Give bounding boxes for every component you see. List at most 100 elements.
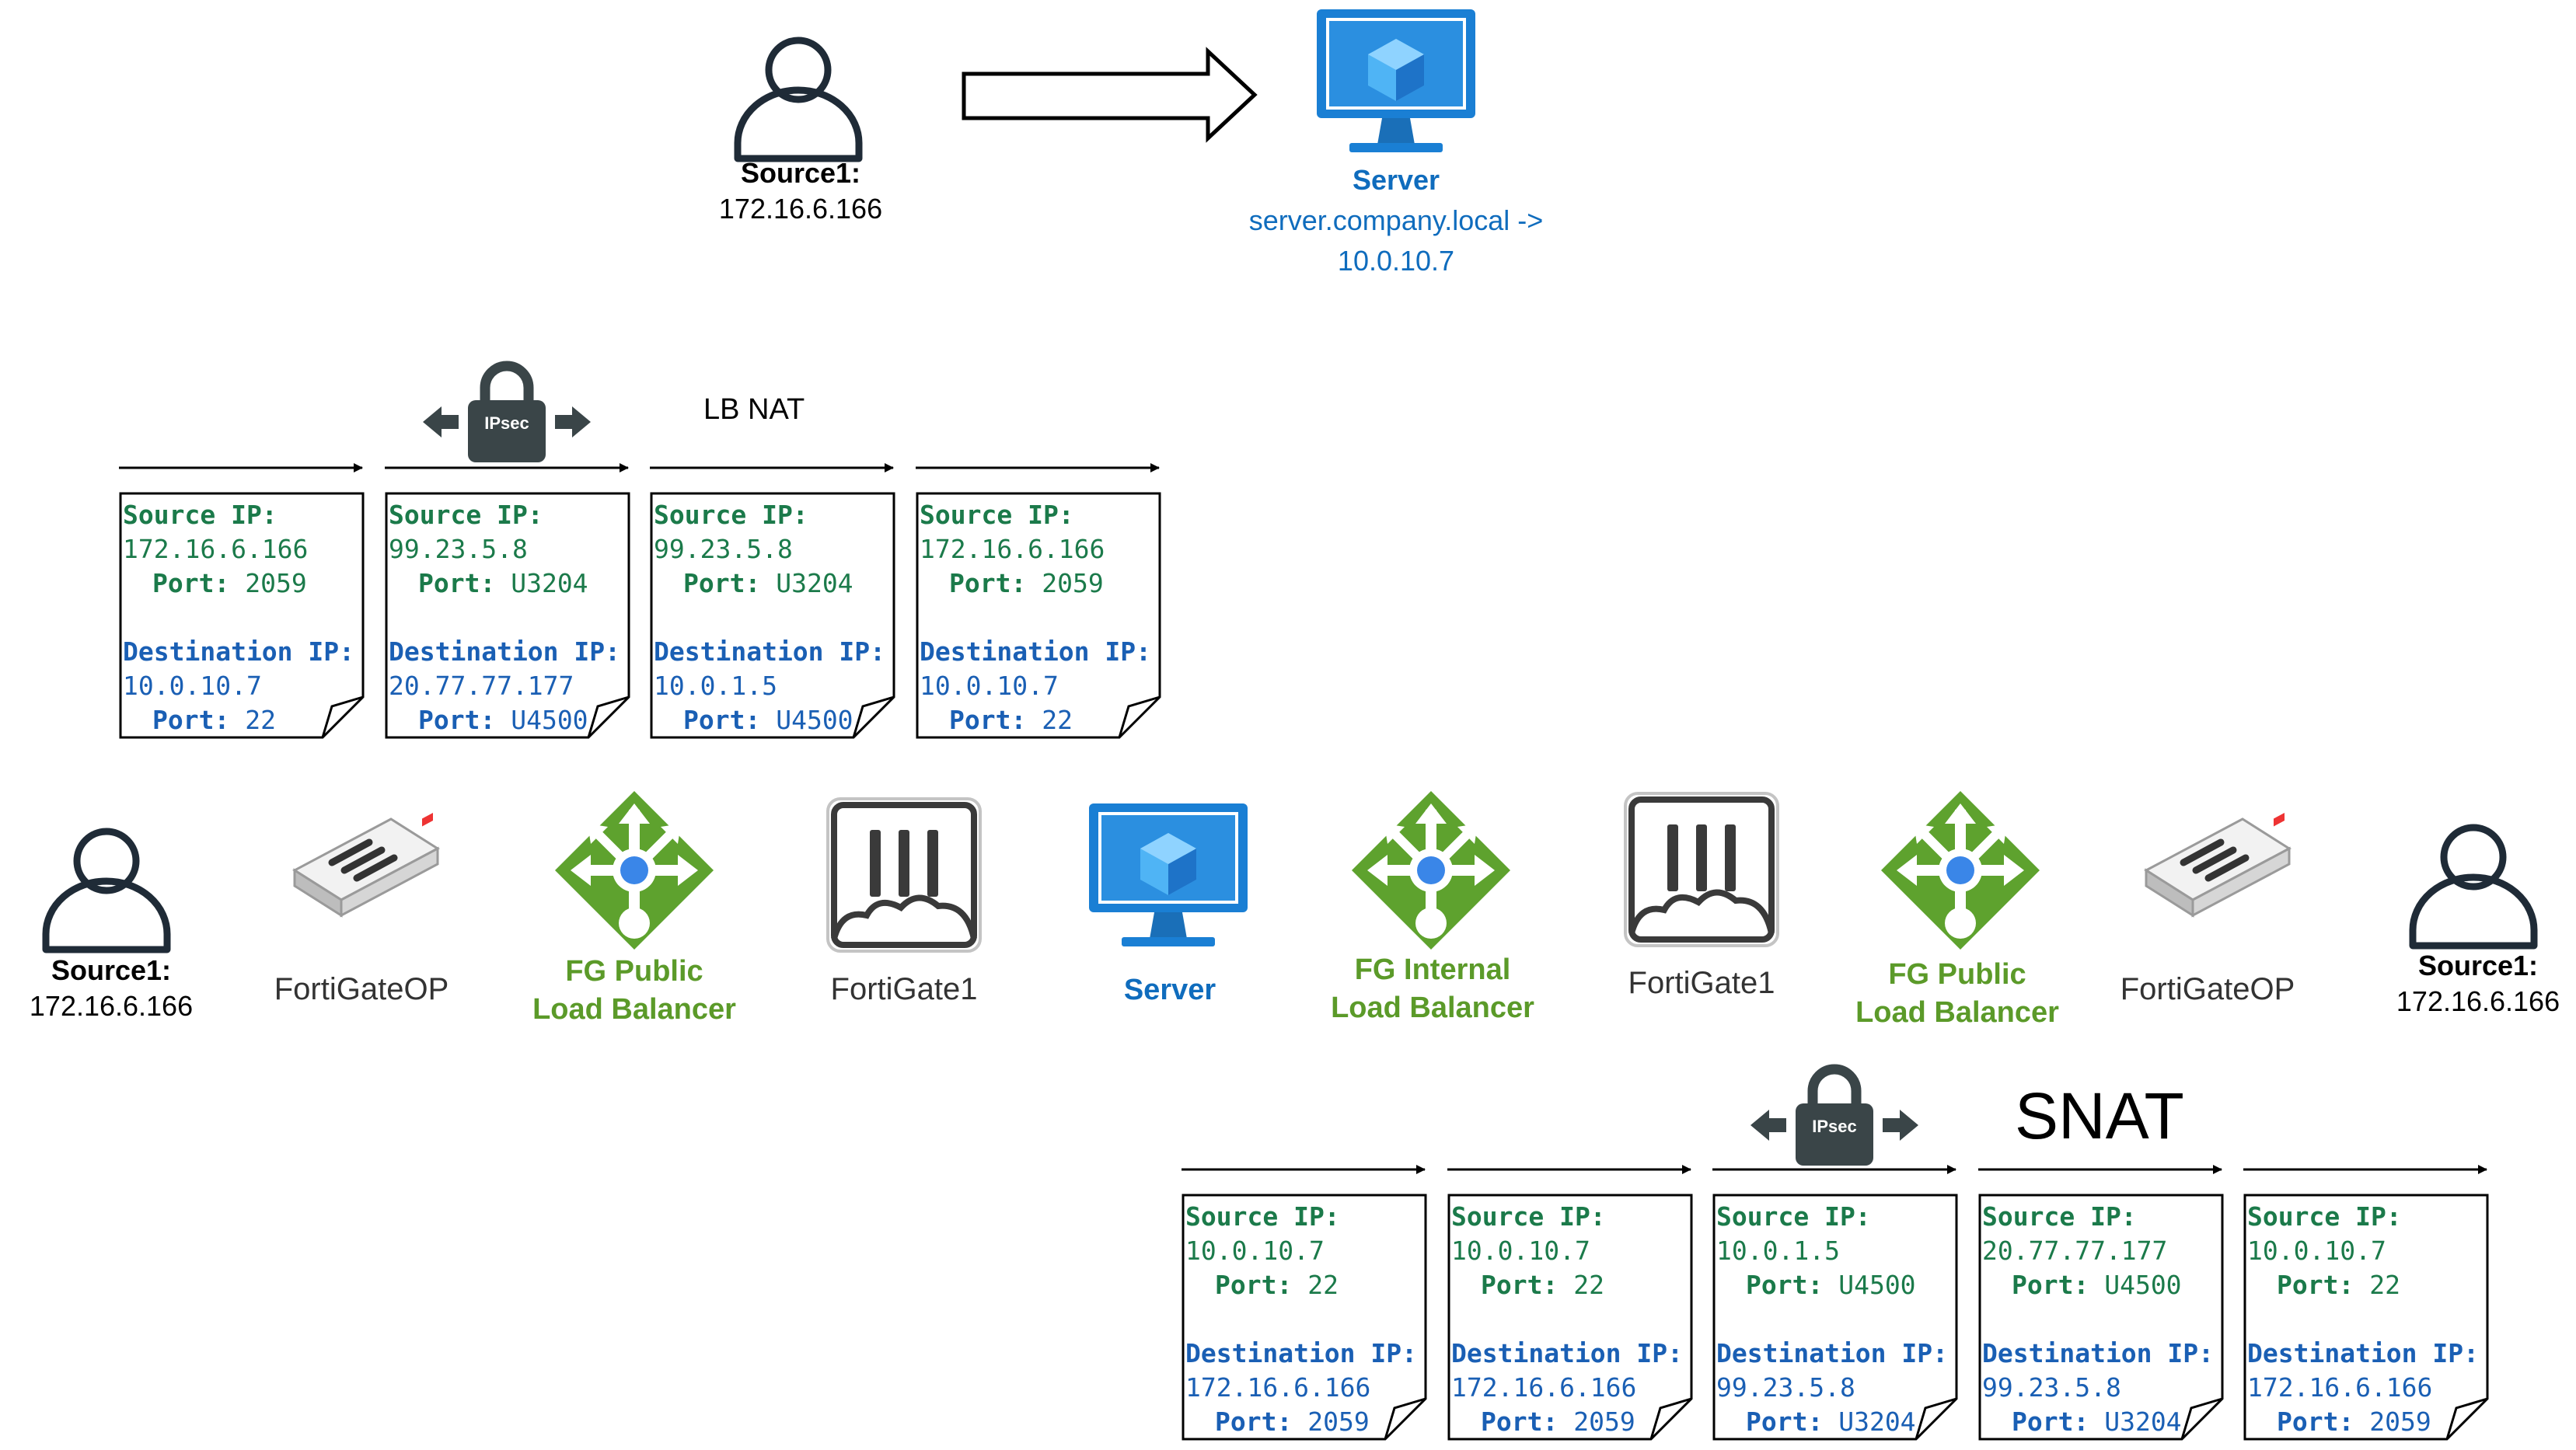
destination-ip-label: Destination IP: — [1185, 1338, 1418, 1368]
node-label-fortigate1: FortiGate1 — [831, 970, 978, 1009]
destination-ip-value: 20.77.77.177 — [389, 671, 574, 701]
fortigateop-appliance-icon — [295, 813, 438, 915]
destination-ip-label: Destination IP: — [920, 636, 1152, 667]
top-server-ip: 10.0.10.7 — [1337, 245, 1455, 277]
source-user-icon — [2413, 828, 2534, 946]
top-source-name: Source1: — [740, 157, 861, 189]
node-name: FortiGate1 — [1628, 966, 1775, 1000]
source-ip-value: 10.0.10.7 — [2247, 1236, 2386, 1266]
node-name: FortiGateOP — [274, 972, 449, 1006]
node-sub: Load Balancer — [1331, 991, 1534, 1024]
public-load-balancer-icon — [555, 791, 714, 950]
note-frame — [650, 492, 895, 739]
node-sub: 172.16.6.166 — [29, 990, 194, 1023]
destination-ip-label: Destination IP: — [1451, 1338, 1684, 1368]
node-name: Source1: — [51, 954, 172, 986]
source-port: Port: 2059 — [949, 568, 1104, 598]
fortigate-icon — [1625, 793, 1778, 946]
destination-port: Port: 2059 — [1215, 1406, 1370, 1437]
node-name: FG Public — [1888, 958, 2026, 991]
top-server-fqdn: server.company.local -> — [1248, 204, 1544, 236]
source-ip-label: Source IP: — [1185, 1201, 1340, 1232]
note-frame — [916, 492, 1161, 739]
top-server-name: Server — [1352, 164, 1440, 196]
source-port: Port: 22 — [1481, 1270, 1604, 1300]
destination-port: Port: 2059 — [1481, 1406, 1635, 1437]
source-ip-value: 20.77.77.177 — [1982, 1236, 2168, 1266]
top-source-label: Source1: 172.16.6.166 — [719, 155, 882, 227]
source-ip-label: Source IP: — [389, 500, 543, 530]
source-ip-label: Source IP: — [2247, 1201, 2402, 1232]
node-label-fortigateop: FortiGateOP — [2120, 970, 2295, 1009]
note-frame — [2243, 1194, 2489, 1441]
source-ip-label: Source IP: — [654, 500, 808, 530]
node-label-source: Source1: 172.16.6.166 — [2396, 948, 2560, 1020]
node-name: FG Internal — [1354, 953, 1511, 986]
source-port: Port: U3204 — [683, 568, 853, 598]
source-port: Port: U4500 — [1746, 1270, 1916, 1300]
note-frame — [1712, 1194, 1958, 1441]
internal-load-balancer-icon — [1352, 791, 1510, 950]
destination-ip-value: 10.0.10.7 — [920, 671, 1059, 701]
source-ip-label: Source IP: — [920, 500, 1074, 530]
source-port: Port: 22 — [1215, 1270, 1339, 1300]
destination-port: Port: 2059 — [2277, 1406, 2431, 1437]
lb-nat-label: LB NAT — [703, 393, 805, 426]
source-port: Port: 2059 — [152, 568, 307, 598]
node-sub: 172.16.6.166 — [2396, 985, 2560, 1018]
destination-ip-label: Destination IP: — [1982, 1338, 2215, 1368]
node-name: FortiGateOP — [2120, 972, 2295, 1006]
destination-ip-value: 172.16.6.166 — [2247, 1372, 2433, 1403]
destination-port: Port: U4500 — [418, 705, 588, 735]
node-label-public-lb: FG Public Load Balancer — [1855, 956, 2059, 1031]
server-vm-icon — [1089, 803, 1248, 946]
source-port: Port: 22 — [2277, 1270, 2400, 1300]
top-server-icon — [1317, 9, 1475, 152]
destination-ip-value: 172.16.6.166 — [1451, 1372, 1637, 1403]
destination-ip-value: 10.0.10.7 — [123, 671, 262, 701]
source-ip-label: Source IP: — [1716, 1201, 1871, 1232]
note-frame — [385, 492, 630, 739]
destination-port: Port: 22 — [949, 705, 1073, 735]
note-frame — [1447, 1194, 1693, 1441]
big-flow-arrow-icon — [962, 47, 1258, 143]
node-label-internal-lb: FG Internal Load Balancer — [1331, 951, 1534, 1027]
fortigateop-appliance-icon — [2146, 813, 2289, 915]
source-ip-label: Source IP: — [1451, 1201, 1606, 1232]
destination-ip-value: 10.0.1.5 — [654, 671, 777, 701]
destination-port: Port: 22 — [152, 705, 276, 735]
source-ip-value: 10.0.10.7 — [1451, 1236, 1590, 1266]
destination-ip-label: Destination IP: — [1716, 1338, 1949, 1368]
public-load-balancer-icon — [1881, 791, 2040, 950]
source-ip-value: 172.16.6.166 — [920, 534, 1105, 564]
node-sub: Load Balancer — [532, 992, 736, 1026]
destination-ip-label: Destination IP: — [654, 636, 886, 667]
node-name: FortiGate1 — [830, 972, 978, 1006]
top-server-label: Server server.company.local -> 10.0.10.7 — [1249, 160, 1544, 281]
node-sub: Load Balancer — [1855, 995, 2059, 1029]
destination-ip-value: 99.23.5.8 — [1716, 1372, 1855, 1403]
node-name: Server — [1123, 974, 1216, 1006]
source-ip-value: 10.0.10.7 — [1185, 1236, 1325, 1266]
source-ip-label: Source IP: — [1982, 1201, 2137, 1232]
destination-ip-label: Destination IP: — [123, 636, 355, 667]
destination-ip-label: Destination IP: — [389, 636, 621, 667]
destination-port: Port: U3204 — [2012, 1406, 2182, 1437]
node-label-source: Source1: 172.16.6.166 — [30, 953, 193, 1024]
source-user-icon — [46, 831, 167, 950]
source-ip-value: 99.23.5.8 — [389, 534, 528, 564]
node-label-fortigate1: FortiGate1 — [1628, 964, 1775, 1003]
source-ip-label: Source IP: — [123, 500, 277, 530]
top-user-icon — [738, 40, 859, 159]
source-port: Port: U3204 — [418, 568, 588, 598]
top-source-ip: 172.16.6.166 — [718, 193, 883, 225]
